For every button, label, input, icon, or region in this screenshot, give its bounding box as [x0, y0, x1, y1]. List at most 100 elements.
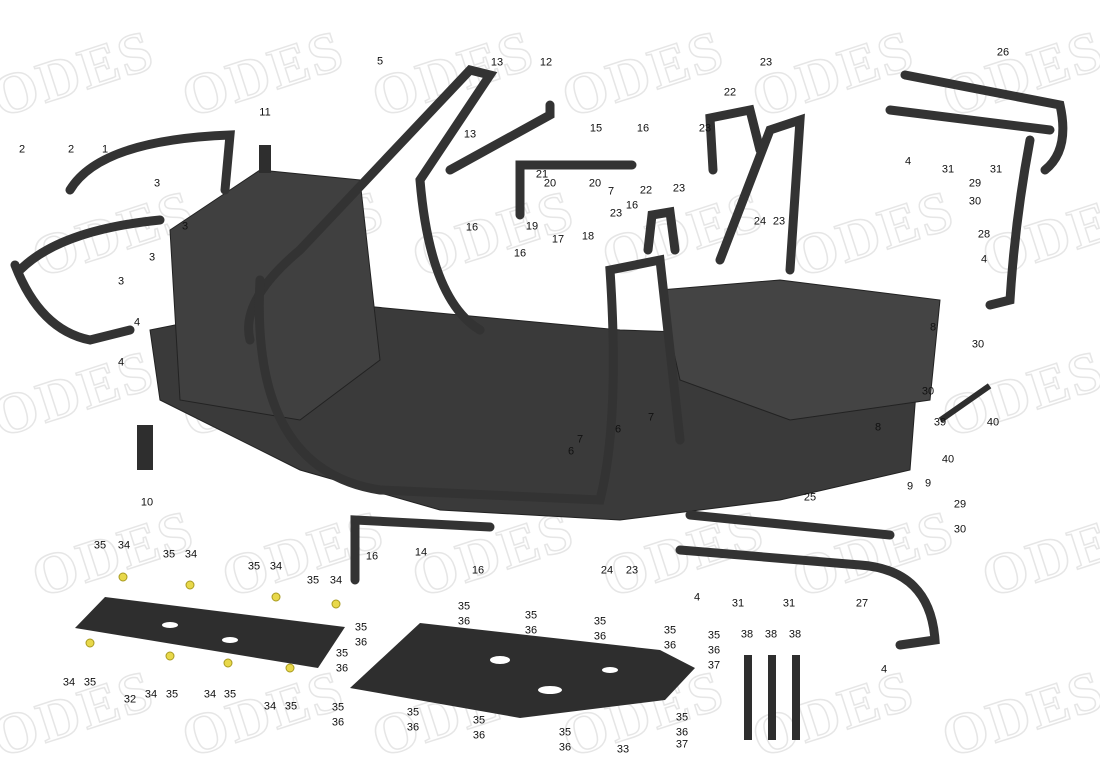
callout-number: 9	[924, 477, 932, 490]
front-bumper-tube-2	[10, 260, 135, 345]
callout-number: 35	[406, 706, 420, 719]
front-bumper-tube-1	[15, 130, 235, 275]
washer-34	[118, 572, 128, 582]
washer-34	[85, 638, 95, 648]
rear-bar-25	[685, 510, 895, 540]
callout-number: 2	[67, 143, 75, 156]
callout-number: 23	[625, 564, 639, 577]
callout-number: 34	[269, 560, 283, 573]
callout-number: 6	[614, 423, 622, 436]
callout-number: 36	[331, 716, 345, 729]
bracket-15	[515, 160, 637, 220]
callout-number: 4	[117, 356, 125, 369]
callout-number: 38	[764, 628, 778, 641]
rear-bumper-27	[675, 545, 940, 650]
callout-number: 8	[929, 321, 937, 334]
callout-number: 36	[663, 639, 677, 652]
callout-number: 24	[753, 215, 767, 228]
callout-number: 40	[941, 453, 955, 466]
plate-hole	[538, 686, 562, 694]
callout-number: 17	[551, 233, 565, 246]
callout-number: 35	[707, 629, 721, 642]
callout-number: 20	[588, 177, 602, 190]
rear-rack-26	[885, 70, 1068, 175]
callout-number: 23	[759, 56, 773, 69]
callout-number: 23	[772, 215, 786, 228]
callout-number: 4	[133, 316, 141, 329]
callout-number: 2	[18, 143, 26, 156]
callout-number: 38	[788, 628, 802, 641]
washer-34	[185, 580, 195, 590]
callout-number: 33	[616, 743, 630, 756]
strip-39	[938, 383, 992, 423]
callout-number: 15	[589, 122, 603, 135]
side-tube	[254, 254, 685, 505]
bar-38a	[744, 655, 752, 740]
callout-number: 13	[463, 128, 477, 141]
callout-number: 3	[148, 251, 156, 264]
callout-number: 16	[365, 550, 379, 563]
callout-number: 16	[625, 199, 639, 212]
callout-number: 13	[490, 56, 504, 69]
callout-number: 35	[331, 701, 345, 714]
callout-number: 7	[576, 433, 584, 446]
callout-number: 4	[980, 253, 988, 266]
callout-number: 35	[165, 688, 179, 701]
callout-number: 23	[609, 207, 623, 220]
callout-number: 32	[123, 693, 137, 706]
callout-number: 37	[707, 659, 721, 672]
callout-number: 29	[953, 498, 967, 511]
callout-number: 11	[259, 106, 271, 119]
callout-number: 8	[874, 421, 882, 434]
rear-tube-28	[985, 135, 1035, 310]
callout-number: 34	[117, 539, 131, 552]
handle-22b	[643, 206, 680, 255]
plate-hole	[162, 622, 178, 628]
callout-number: 36	[457, 615, 471, 628]
callout-number: 25	[803, 491, 817, 504]
callout-number: 24	[600, 564, 614, 577]
upright-frame	[715, 113, 805, 275]
callout-number: 35	[223, 688, 237, 701]
callout-number: 4	[880, 663, 888, 676]
callout-number: 21	[535, 168, 549, 181]
callout-number: 36	[707, 644, 721, 657]
callout-number: 14	[414, 546, 428, 559]
roll-cage-tube	[244, 64, 498, 345]
callout-number: 30	[953, 523, 967, 536]
handle-22a	[705, 104, 765, 175]
callout-number: 12	[539, 56, 553, 69]
callout-number: 9	[906, 480, 914, 493]
callout-number: 31	[989, 163, 1003, 176]
callout-number: 29	[968, 177, 982, 190]
callout-number: 36	[406, 721, 420, 734]
callout-number: 3	[181, 220, 189, 233]
callout-number: 35	[675, 711, 689, 724]
callout-number: 16	[465, 221, 479, 234]
callout-number: 34	[203, 688, 217, 701]
front-frame-section	[169, 169, 381, 421]
callout-number: 35	[335, 647, 349, 660]
skid-plate-32	[75, 597, 345, 668]
callout-number: 10	[140, 496, 154, 509]
plate-hole	[602, 667, 618, 673]
washer-34	[165, 651, 175, 661]
callout-number: 27	[855, 597, 869, 610]
callout-number: 20	[543, 177, 557, 190]
callout-number: 39	[933, 416, 947, 429]
callout-number: 7	[647, 411, 655, 424]
washer-34	[223, 658, 233, 668]
plate-hole	[490, 656, 510, 664]
callout-number: 28	[977, 228, 991, 241]
bar-38b	[768, 655, 776, 740]
callout-number: 31	[731, 597, 745, 610]
callout-number: 30	[921, 385, 935, 398]
washer-34	[285, 663, 295, 673]
callout-number: 35	[472, 714, 486, 727]
callout-number: 19	[525, 220, 539, 233]
pad-10	[137, 425, 153, 470]
callout-number: 34	[62, 676, 76, 689]
callout-number: 35	[83, 676, 97, 689]
bar-38c	[792, 655, 800, 740]
